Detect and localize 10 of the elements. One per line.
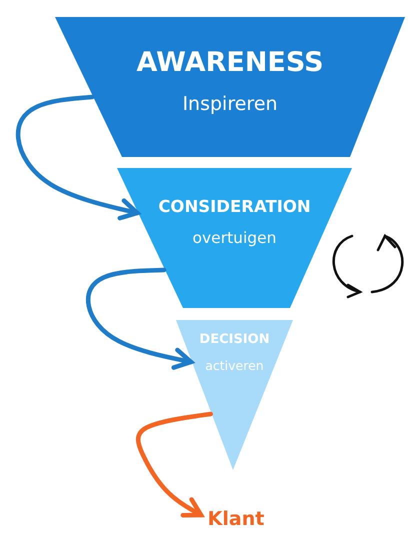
- stage-title: AWARENESS: [135, 47, 325, 78]
- stage-title: CONSIDERATION: [157, 197, 312, 216]
- outcome-label: Klant: [206, 508, 266, 530]
- curved-arrow: [86, 268, 194, 370]
- stage-subtitle: activeren: [204, 358, 265, 373]
- curved-arrow: [136, 412, 213, 518]
- stage-subtitle: overtuigen: [192, 229, 278, 247]
- stage-title: DECISION: [198, 332, 271, 347]
- curved-arrow: [16, 94, 140, 220]
- stage-subtitle: Inspireren: [181, 93, 279, 115]
